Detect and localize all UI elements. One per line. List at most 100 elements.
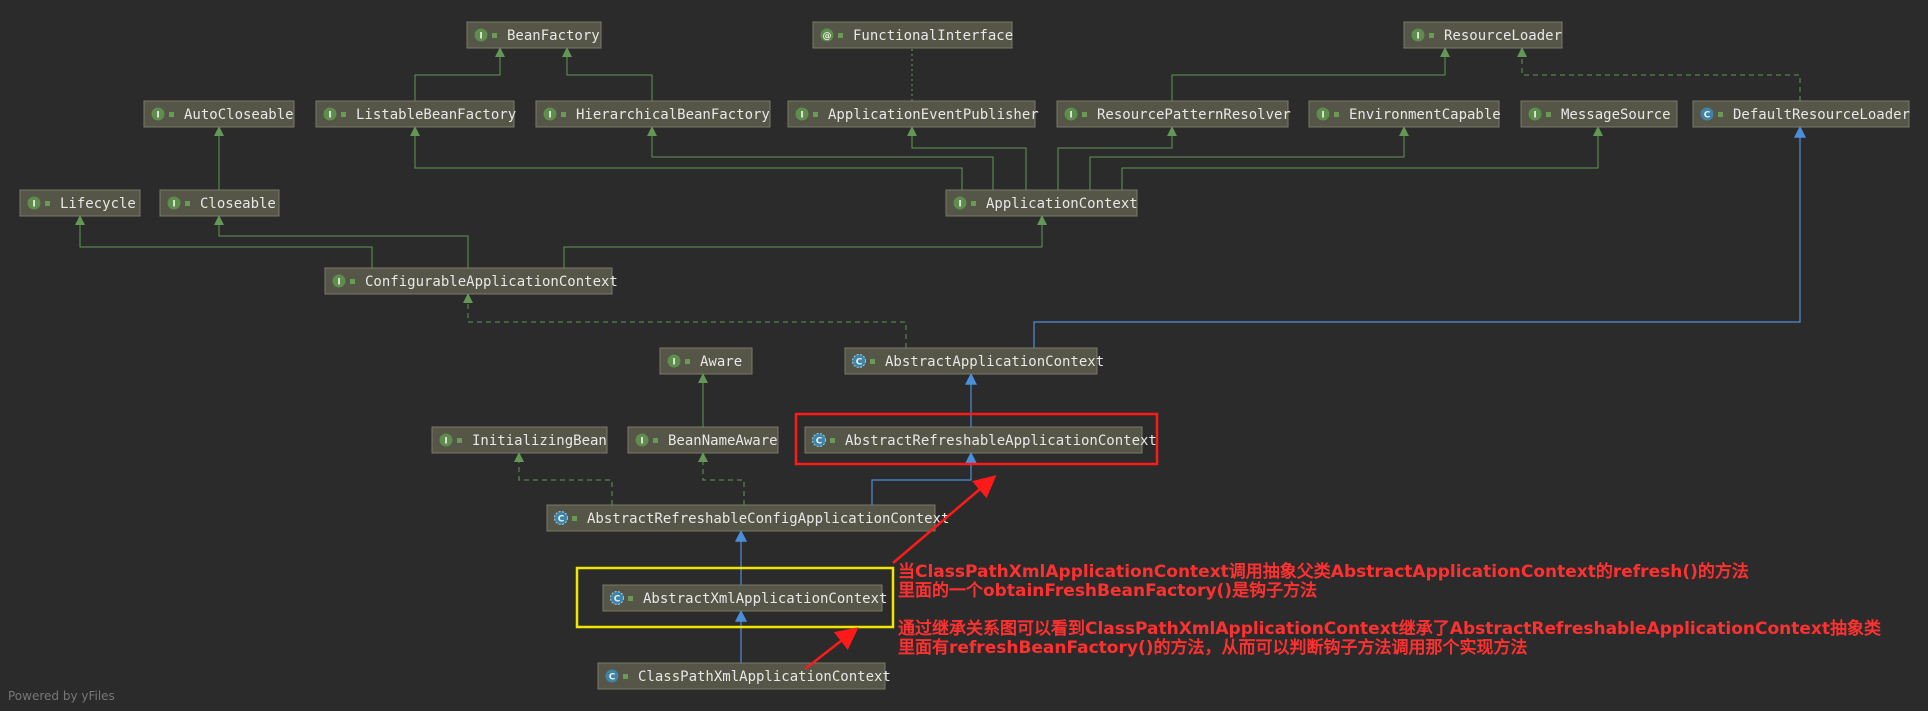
public-visibility-icon — [1546, 112, 1551, 117]
node-box — [804, 426, 1143, 454]
interface-badge-icon — [439, 433, 453, 447]
badge-letter: C — [609, 673, 616, 683]
node-label: ClassPathXmlApplicationContext — [638, 669, 891, 685]
edge-inherit — [414, 47, 505, 101]
interface-badge-icon — [1411, 28, 1425, 42]
note2-line1: 通过继承关系图可以看到ClassPathXmlApplicationContex… — [898, 618, 1882, 639]
edge-inherit — [562, 47, 653, 101]
node-label: MessageSource — [1561, 107, 1671, 123]
badge-letter: I — [1069, 111, 1072, 121]
edge-inherit — [1057, 126, 1177, 190]
node-label: Lifecycle — [60, 196, 136, 212]
abstract-badge-icon — [812, 433, 826, 447]
node-class-path-xml-application-context[interactable]: C ClassPathXmlApplicationContext — [597, 662, 891, 690]
public-visibility-icon — [971, 201, 976, 206]
note1-line1: 当ClassPathXmlApplicationContext调用抽象父类Abs… — [898, 561, 1749, 582]
node-box — [945, 189, 1138, 217]
edge-inherit — [410, 126, 963, 190]
node-label: ApplicationContext — [986, 196, 1138, 212]
interface-badge-icon — [635, 433, 649, 447]
node-lifecycle[interactable]: I Lifecycle — [19, 189, 141, 217]
annotation-text: 当ClassPathXmlApplicationContext调用抽象父类Abs… — [898, 561, 1882, 658]
public-visibility-icon — [1082, 112, 1087, 117]
node-label: HierarchicalBeanFactory — [576, 107, 770, 123]
class-badge-icon — [1700, 107, 1714, 121]
badge-letter: I — [337, 278, 340, 288]
edge-implements — [698, 452, 745, 505]
badge-letter: I — [1416, 32, 1419, 42]
edge-inherit — [214, 215, 469, 268]
public-visibility-icon — [457, 438, 462, 443]
public-visibility-icon — [623, 674, 628, 679]
badge-letter: I — [444, 437, 447, 447]
interface-badge-icon — [795, 107, 809, 121]
node-abstract-application-context[interactable]: C AbstractApplicationContext — [844, 347, 1104, 375]
badge-letter: I — [172, 200, 175, 210]
node-label: ResourcePatternResolver — [1097, 107, 1291, 123]
node-label: Closeable — [200, 196, 276, 212]
interface-badge-icon — [1316, 107, 1330, 121]
public-visibility-icon — [1429, 33, 1434, 38]
edge-implements — [1517, 47, 1801, 101]
node-functional-interface[interactable]: @FunctionalInterface — [812, 21, 1013, 49]
badge-letter: I — [479, 32, 482, 42]
interface-badge-icon — [543, 107, 557, 121]
public-visibility-icon — [628, 596, 633, 601]
public-visibility-icon — [341, 112, 346, 117]
powered-by-footer: Powered by yFiles — [8, 689, 115, 703]
public-visibility-icon — [561, 112, 566, 117]
interface-badge-icon — [323, 107, 337, 121]
node-label: AbstractApplicationContext — [885, 354, 1104, 370]
edge-inherit — [907, 126, 1027, 190]
edge-extends — [1033, 125, 1806, 348]
public-visibility-icon — [1718, 112, 1723, 117]
note2-line2: 里面有refreshBeanFactory()的方法，从而可以判断钩子方法调用那… — [898, 637, 1527, 658]
node-box — [546, 504, 936, 532]
badge-letter: C — [856, 358, 863, 368]
node-box — [1308, 100, 1500, 128]
badge-letter: I — [32, 200, 35, 210]
interface-badge-icon — [953, 196, 967, 210]
node-closeable[interactable]: I Closeable — [159, 189, 280, 217]
badge-letter: C — [614, 595, 621, 605]
public-visibility-icon — [350, 279, 355, 284]
node-box — [844, 347, 1098, 375]
badge-letter: I — [640, 437, 643, 447]
public-visibility-icon — [653, 438, 658, 443]
node-box — [602, 584, 883, 612]
edge-inherit — [647, 126, 994, 190]
abstract-badge-icon — [852, 354, 866, 368]
node-resource-pattern-resolver[interactable]: I ResourcePatternResolver — [1056, 100, 1291, 128]
node-label: AbstractRefreshableApplicationContext — [845, 433, 1157, 449]
interface-badge-icon — [667, 354, 681, 368]
interface-badge-icon — [151, 107, 165, 121]
node-box — [787, 100, 1036, 128]
public-visibility-icon — [572, 516, 577, 521]
interface-badge-icon — [27, 196, 41, 210]
edge-inherit — [75, 215, 373, 268]
node-box — [466, 21, 602, 49]
edge-inherit — [1121, 126, 1603, 190]
note1-line2: 里面的一个obtainFreshBeanFactory()是钩子方法 — [898, 580, 1317, 601]
public-visibility-icon — [830, 438, 835, 443]
edge-inherit — [1089, 126, 1409, 190]
